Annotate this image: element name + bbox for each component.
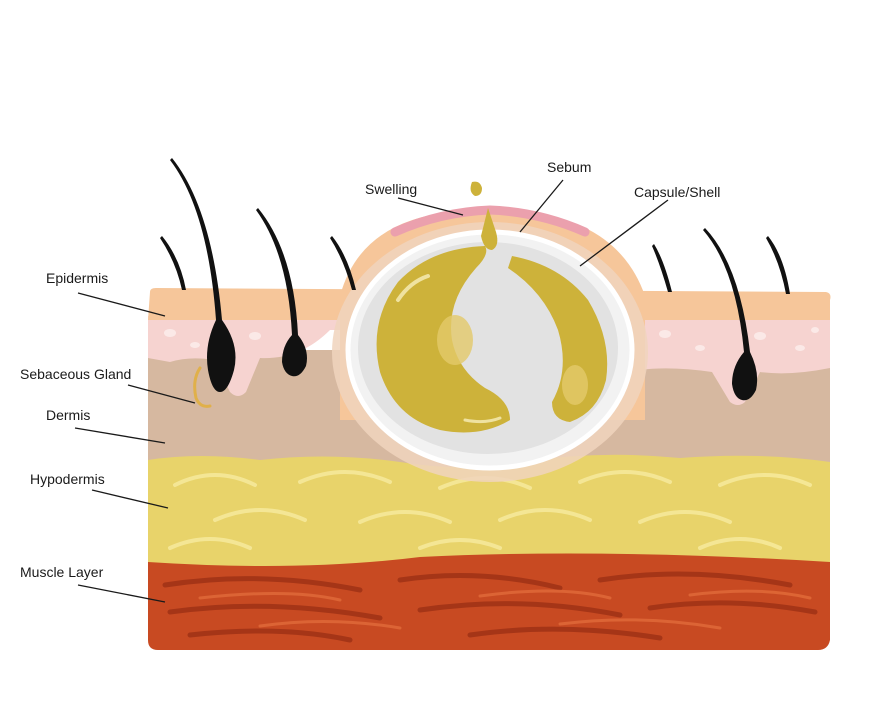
label-capsule-shell: Capsule/Shell: [634, 184, 720, 200]
dermis-leader: [74, 427, 166, 444]
sebum-droplet: [470, 181, 498, 250]
hypodermis-leader: [91, 489, 169, 509]
leader-lines: [74, 179, 669, 603]
sebum-mass: [376, 246, 608, 433]
hair-follicles: [160, 158, 790, 401]
capsule-shell-leader: [579, 199, 669, 267]
sebaceous-gland-leader: [127, 384, 196, 404]
label-swelling: Swelling: [365, 181, 417, 197]
label-epidermis: Epidermis: [46, 270, 108, 286]
label-muscle-layer: Muscle Layer: [20, 564, 104, 580]
sebaceous-gland: [193, 366, 212, 408]
epidermis-inner-layer: [148, 316, 830, 405]
labels: Epidermis Sebaceous Gland Dermis Hypoder…: [20, 159, 720, 580]
label-sebum: Sebum: [547, 159, 591, 175]
label-dermis: Dermis: [46, 407, 90, 423]
swelling-leader: [397, 197, 464, 216]
epidermis-leader: [77, 292, 166, 317]
label-hypodermis: Hypodermis: [30, 471, 105, 487]
hypodermis-layer: [148, 453, 830, 566]
sebum-leader: [519, 179, 564, 233]
muscle-layer-leader: [77, 584, 166, 603]
muscle-layer: [148, 551, 830, 650]
label-sebaceous-gland: Sebaceous Gland: [20, 366, 131, 382]
